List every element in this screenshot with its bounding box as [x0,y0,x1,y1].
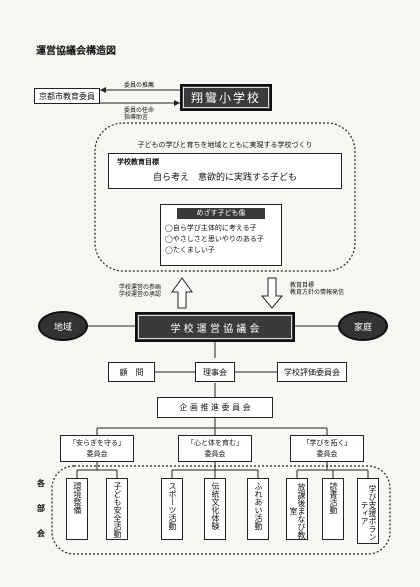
school-name: 翔鸞小学校 [183,87,269,108]
subcommittee-box: 伝統文化体験 [204,478,226,540]
subcommittee-box: 学び支援ボランティア [357,478,379,544]
planning-committee-box: 企 画 推 進 委 員 会 [157,397,273,418]
council-name: 学 校 運 営 協 議 会 [138,315,292,339]
kyoto-board-box: 京都市教育委員 [34,88,100,104]
arrow-label-participation: 学校運営の参画 [119,284,162,291]
section-label-char: 会 [37,529,45,538]
school-goal-label: 学校教育目標 [117,158,159,166]
arrow-label-info: 教育方針の情報発信 [290,289,345,296]
aim-label: めざす子ども像 [177,208,265,219]
subcommittee-box: 子ども安全活動 [106,478,128,540]
family-oval: 家庭 [338,311,388,341]
community-oval: 地域 [38,311,88,341]
subcommittee-box: スポーツ活動 [161,478,183,540]
arrow-label-guidance: 指導助言 [124,114,149,121]
committee-suffix: 委員会 [204,450,226,458]
subcommittee-box: 放課後まなび教室 [286,478,308,540]
committee-suffix: 委員会 [86,450,108,458]
vision-headline: 子どもの学びと育ちを地域とともに実現する学校づくり [137,141,313,149]
committee-name: 「学びを拓く」 [302,439,352,447]
council-box: 学 校 運 営 協 議 会 [135,312,295,342]
subcommittee-box: ふれあい活動 [247,478,269,540]
arrow-label-recommend: 委員の推薦 [124,82,155,89]
section-label-char: 部 [37,504,45,513]
arrow-label-appoint: 委員の任命 [124,107,155,114]
page-title: 運営協議会構造図 [36,46,116,57]
school-box: 翔鸞小学校 [180,84,272,111]
section-label-char: 各 [37,479,45,488]
aim-item: ◯やさしさと思いやりのある子 [165,235,264,243]
committee-box: 「学びを拓く」 委員会 [290,435,364,462]
school-goal-text: 自ら考え 意欲的に実践する子ども [152,173,297,183]
committee-suffix: 委員会 [316,450,338,458]
subcommittee-box: 環境整備 [66,478,88,540]
committee-name: 「心と体を育む」 [187,439,243,447]
subcommittee-box: 読書活動 [322,478,344,540]
advisor-box: 顧 問 [108,362,155,382]
arrow-label-goal: 教育目標 [290,282,315,289]
school-goal-box: 学校教育目標 自ら考え 意欲的に実践する子ども [108,153,342,189]
aim-item: ◯たくましい子 [165,246,215,254]
committee-box: 「安らぎを守る」 委員会 [60,435,134,462]
committee-box: 「心と体を育む」 委員会 [178,435,252,462]
committee-name: 「安らぎを守る」 [69,439,125,447]
aim-box: めざす子ども像 ◯自ら学び主体的に考える子 ◯やさしさと思いやりのある子 ◯たく… [160,204,282,266]
arrow-label-approval: 学校運営の承認 [119,291,162,298]
evaluation-box: 学校評価委員会 [277,362,347,382]
aim-item: ◯自ら学び主体的に考える子 [165,224,257,232]
board-box: 理事会 [195,362,235,382]
